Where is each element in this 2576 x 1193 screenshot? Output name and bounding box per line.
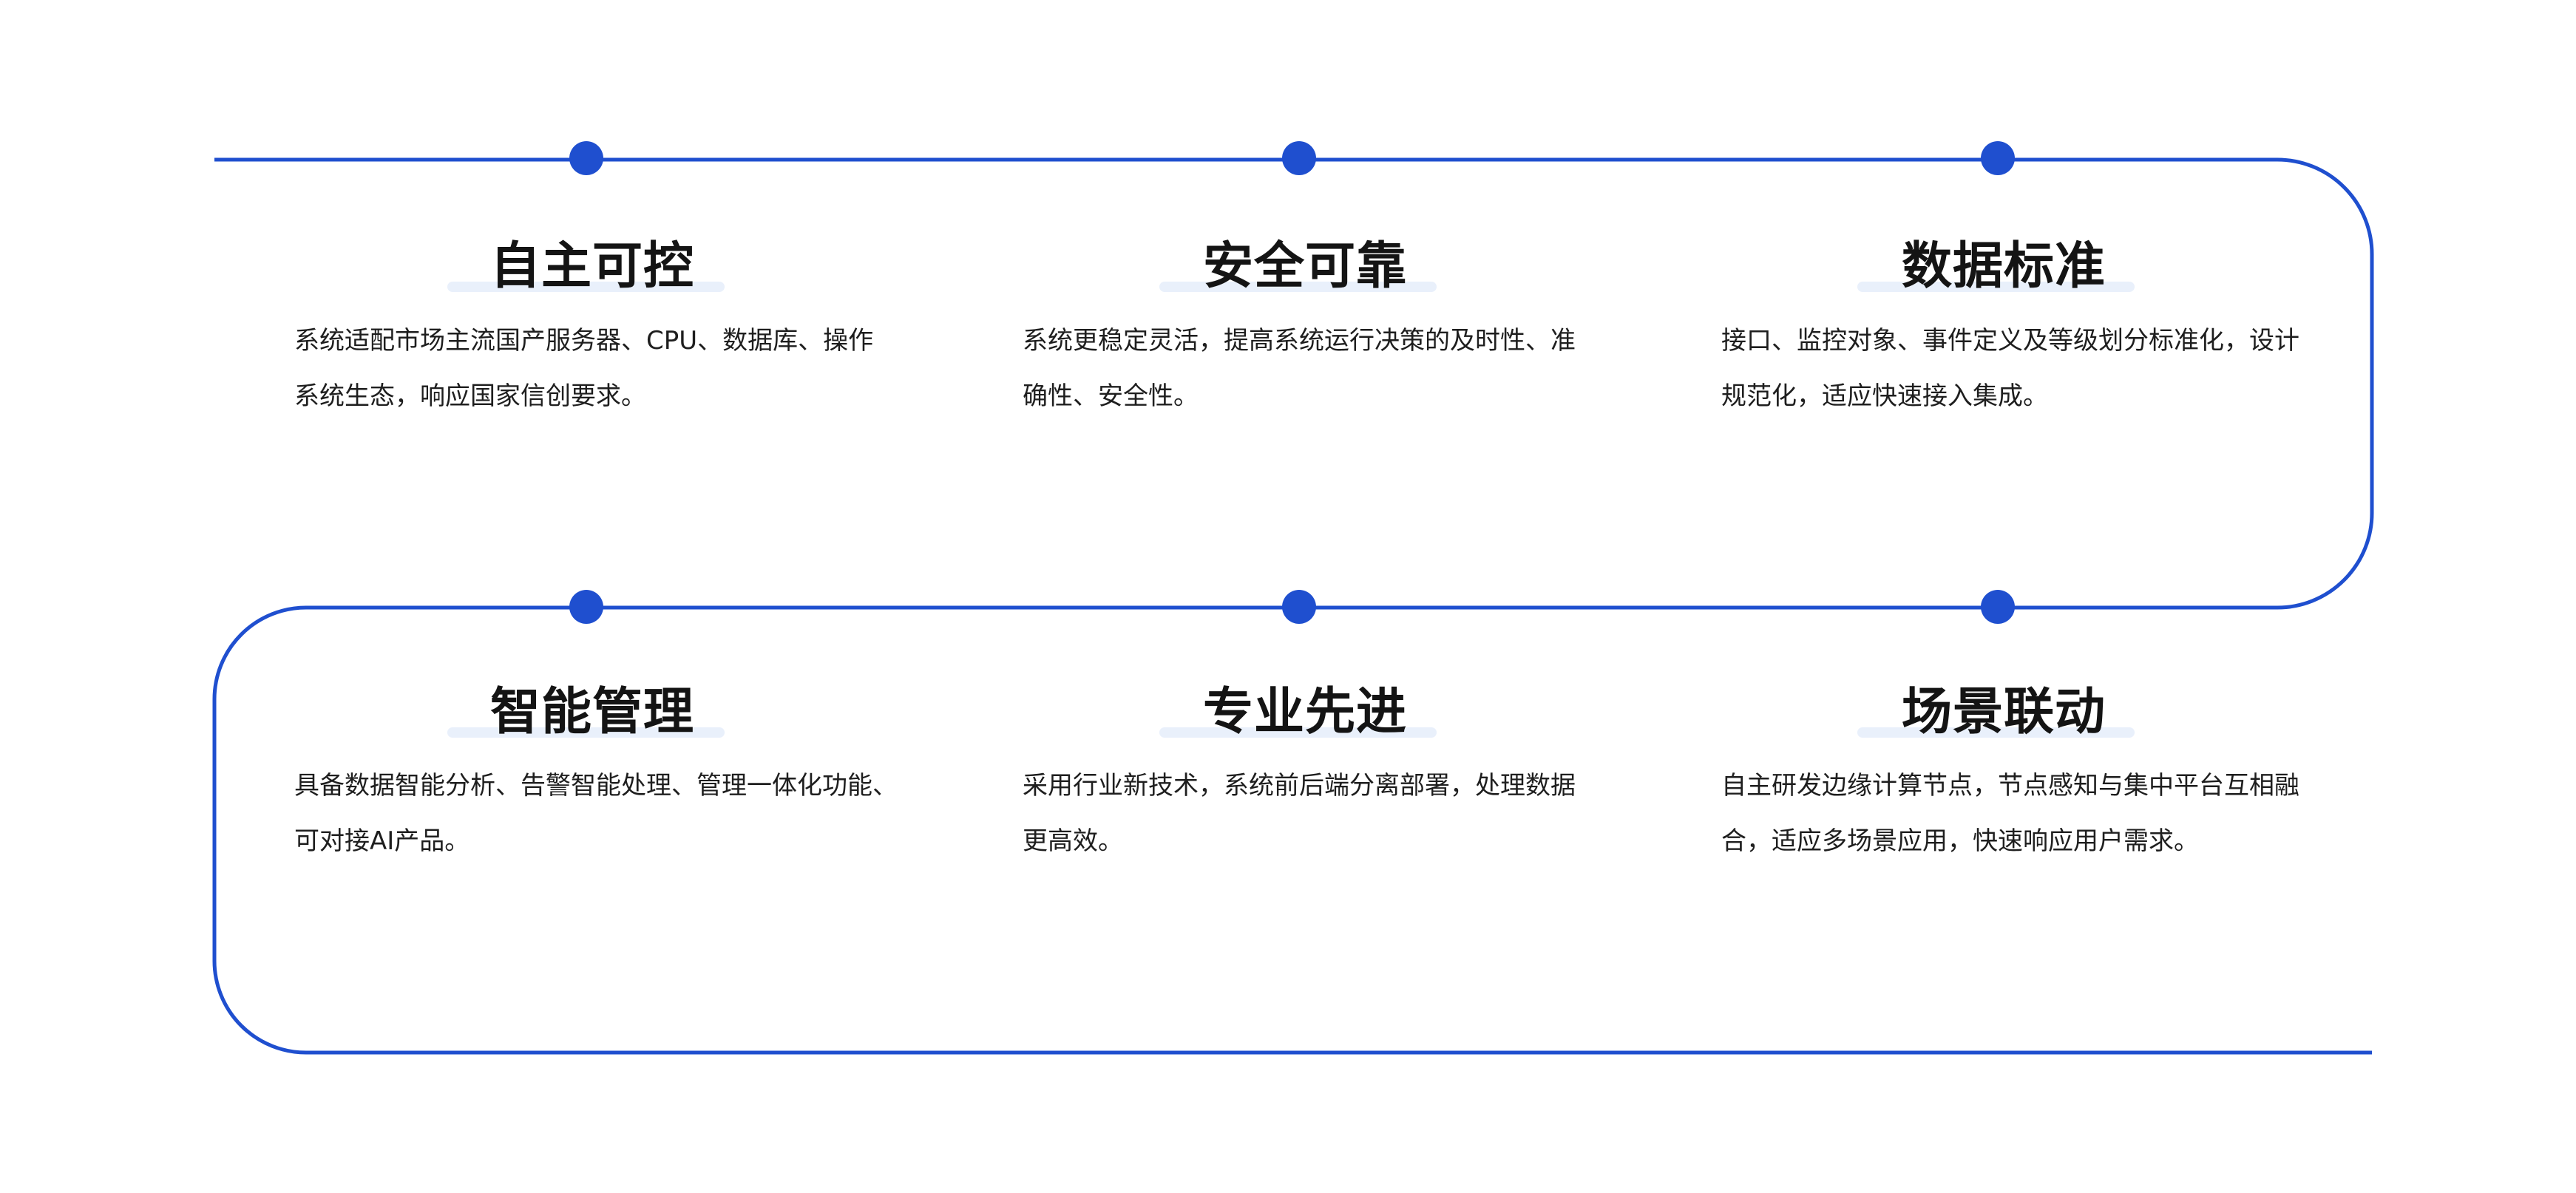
title-underline: [1857, 282, 2135, 292]
title-underline: [447, 282, 725, 292]
timeline-dot-5: [1282, 590, 1316, 624]
timeline-dot-6: [1981, 590, 2015, 624]
title-underline: [1857, 727, 2135, 738]
title-underline: [447, 727, 725, 738]
feature-title: 自主可控: [490, 237, 695, 296]
timeline-dot-3: [1981, 141, 2015, 175]
title-underline: [1159, 282, 1437, 292]
timeline-dot-2: [1282, 141, 1316, 175]
feature-description: 采用行业新技术，系统前后端分离部署，处理数据更高效。: [1023, 771, 1576, 856]
timeline-dot-4: [569, 590, 603, 624]
timeline-path: [212, 157, 2374, 1055]
feature-description: 自主研发边缘计算节点，节点感知与集中平台互相融合，适应多场景应用，快速响应用户需…: [1721, 771, 2299, 856]
feature-description: 接口、监控对象、事件定义及等级划分标准化，设计规范化，适应快速接入集成。: [1721, 326, 2299, 411]
title-underline: [1159, 727, 1437, 738]
feature-description: 系统适配市场主流国产服务器、CPU、数据库、操作系统生态，响应国家信创要求。: [294, 326, 874, 411]
feature-title: 场景联动: [1902, 683, 2106, 741]
feature-title: 数据标准: [1902, 237, 2106, 296]
feature-description: 系统更稳定灵活，提高系统运行决策的及时性、准确性、安全性。: [1023, 326, 1576, 411]
feature-title: 智能管理: [490, 683, 695, 741]
feature-title: 专业先进: [1203, 683, 1408, 741]
feature-description: 具备数据智能分析、告警智能处理、管理一体化功能、可对接AI产品。: [294, 771, 898, 856]
feature-title: 安全可靠: [1203, 237, 1408, 296]
timeline-dot-1: [569, 141, 603, 175]
